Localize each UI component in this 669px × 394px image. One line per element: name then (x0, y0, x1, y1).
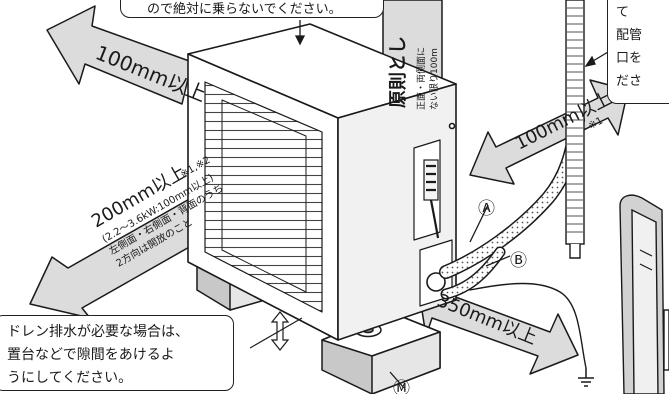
top-note: ので絶対に乗らないでください。 (120, 0, 384, 18)
top-banner-sub2: ない限り100m (429, 48, 440, 110)
part-m-label: Ⓜ (393, 379, 410, 394)
top-right-note-line3: 口を (616, 51, 643, 66)
drain-note: ドレン排水が必要な場合は、 置台などで隙間をあけるよ うにしてください。 (0, 315, 234, 391)
drain-note-line2: 置台などで隙間をあけるよ (7, 347, 175, 363)
left-clearance-arrow (46, 5, 193, 105)
top-right-note-line2: 配管 (616, 28, 643, 43)
top-right-note-line4: ださ (616, 74, 643, 89)
top-note-text: ので絶対に乗らないでください。 (147, 2, 342, 17)
terminal-block (423, 159, 440, 239)
part-b-label: Ⓑ (510, 251, 527, 271)
top-banner-label: 原則とし (388, 36, 409, 108)
top-right-note-line1: て (616, 5, 630, 20)
drain-hose (565, 0, 585, 259)
top-banner-sub1: 正面・両側面に (415, 47, 427, 110)
part-a-label: Ⓐ (478, 199, 495, 219)
ground-symbol (578, 368, 594, 387)
floor-line (249, 317, 303, 349)
drain-note-line1: ドレン排水が必要な場合は、 (7, 324, 189, 340)
drain-note-line3: うにしてください。 (7, 370, 133, 386)
top-right-note: て 配管 口を ださ (607, 0, 669, 104)
remote-panel (619, 194, 669, 394)
